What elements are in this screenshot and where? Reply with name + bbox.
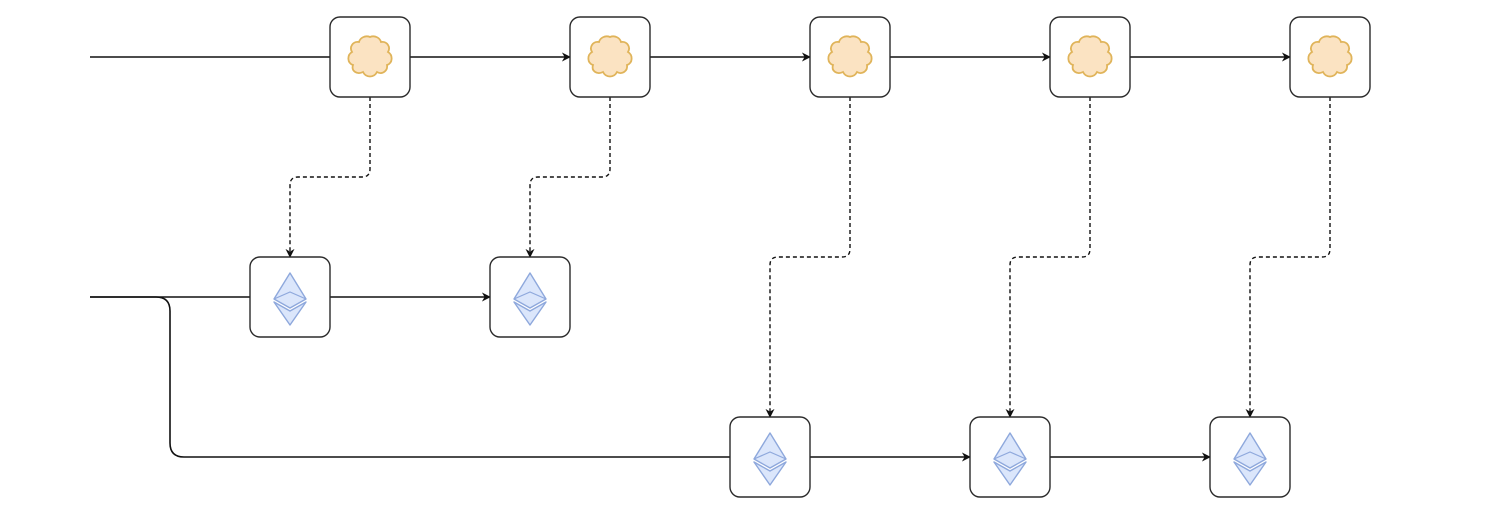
node-c3[interactable] bbox=[809, 16, 891, 98]
node-c2[interactable] bbox=[569, 16, 651, 98]
cloud-icon bbox=[827, 35, 873, 78]
node-c4[interactable] bbox=[1049, 16, 1131, 98]
node-e5[interactable] bbox=[1209, 416, 1291, 498]
edges-layer bbox=[90, 52, 1331, 462]
dashed-connector-c3-to-e3 bbox=[765, 97, 851, 418]
cloud-icon bbox=[587, 35, 633, 78]
dashed-connector-c5-to-e5 bbox=[1245, 97, 1331, 418]
node-e4[interactable] bbox=[969, 416, 1051, 498]
node-c5[interactable] bbox=[1289, 16, 1371, 98]
connector-start-middle-to-e3 bbox=[90, 296, 730, 458]
dashed-connector-c2-to-e2 bbox=[525, 97, 611, 258]
nodes-layer bbox=[249, 16, 1371, 498]
node-e3[interactable] bbox=[729, 416, 811, 498]
node-e1[interactable] bbox=[249, 256, 331, 338]
cloud-icon bbox=[1067, 35, 1113, 78]
cloud-icon bbox=[1307, 35, 1353, 78]
node-c1[interactable] bbox=[329, 16, 411, 98]
node-e2[interactable] bbox=[489, 256, 571, 338]
dashed-connector-c1-to-e1 bbox=[285, 97, 371, 258]
dashed-connector-c4-to-e4 bbox=[1005, 97, 1091, 418]
cloud-icon bbox=[347, 35, 393, 78]
